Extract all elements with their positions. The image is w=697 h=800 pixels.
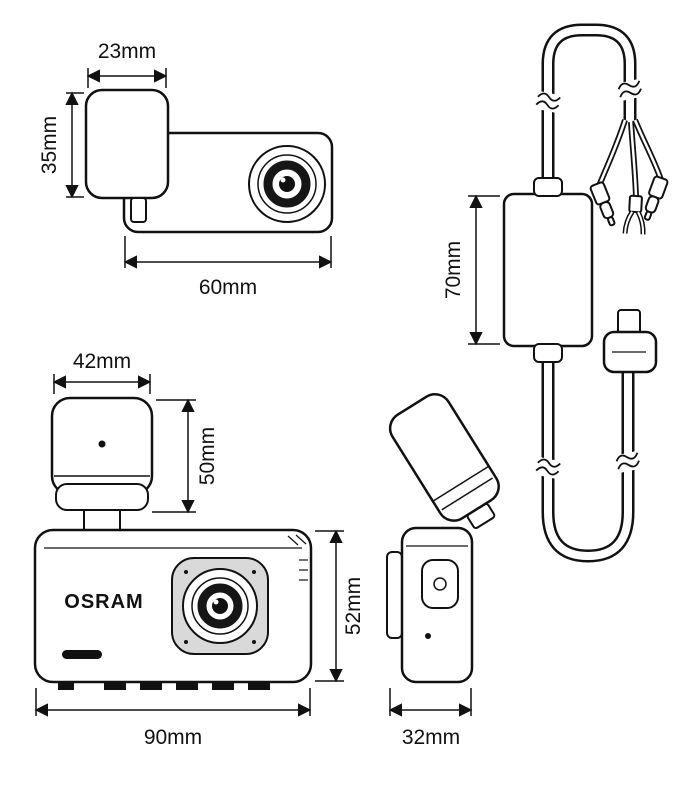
power-box-top-grommet [533,177,563,197]
bottom-tab [176,682,198,690]
rear-camera-mount-foot [130,197,147,223]
dim-label-box-height: 70mm [442,241,465,299]
dim-front-body-height: 52mm [315,529,365,683]
bullet-terminal-icon [589,181,616,227]
dashcam-front-view: OSRAM 42mm [33,350,365,749]
side-button [421,559,459,609]
dim-front-body-width: 90mm [34,688,312,749]
side-mount-rail [386,551,403,639]
dim-rear-mount-width: 23mm [86,40,168,88]
dim-label-front-body-width: 90mm [144,726,202,749]
rear-camera-side-view: 23mm 35mm 60mm [38,40,334,299]
dim-label-front-mount-width: 42mm [73,350,131,373]
bottom-tab [140,682,162,690]
side-indicator-dot [425,633,431,639]
bullet-terminal-icon [643,175,669,221]
dim-label-rear-mount-width: 23mm [98,40,156,63]
rear-camera-mount-pad [84,88,170,200]
cable-break-icon [614,77,646,103]
dim-label-front-body-height: 52mm [342,577,365,635]
brand-logo: OSRAM [64,591,143,613]
dim-label-side-body-depth: 32mm [402,726,460,749]
cable-break-icon [612,449,644,475]
dim-rear-body-length: 60mm [123,236,333,299]
bottom-tab [58,682,74,690]
dim-front-mount-width: 42mm [52,350,152,394]
cable-break-icon [532,455,564,481]
hardwire-bottom-cable [541,352,635,563]
hardwire-power-box [502,192,594,348]
rear-camera-lens-icon [248,145,326,223]
dim-rear-mount-height: 35mm [38,91,84,199]
hardwire-kit: 70mm [442,23,669,563]
side-button-screw [433,577,447,591]
dashcam-side-view: 32mm [386,393,500,749]
dim-label-rear-mount-height: 35mm [38,116,61,174]
front-mount-base [55,483,149,511]
bottom-tab [248,682,270,690]
dim-box-height: 70mm [442,194,500,346]
front-lens-icon [171,557,269,655]
dim-side-body-depth: 32mm [388,688,473,749]
bottom-tab [212,682,234,690]
side-mount-pad [388,393,500,529]
bottom-tab [104,682,126,690]
dim-label-front-mount-height: 50mm [196,427,219,485]
hardwire-top-cable [541,23,637,186]
right-angle-usb-plug [602,309,658,374]
mount-pad-dot [98,440,106,448]
dim-label-rear-body-length: 60mm [199,276,257,299]
power-box-bottom-grommet [533,343,563,363]
dim-front-mount-height: 50mm [152,398,219,514]
speaker-slot [62,650,102,659]
cable-break-icon [532,89,564,115]
fork-terminal-icon [622,194,646,235]
